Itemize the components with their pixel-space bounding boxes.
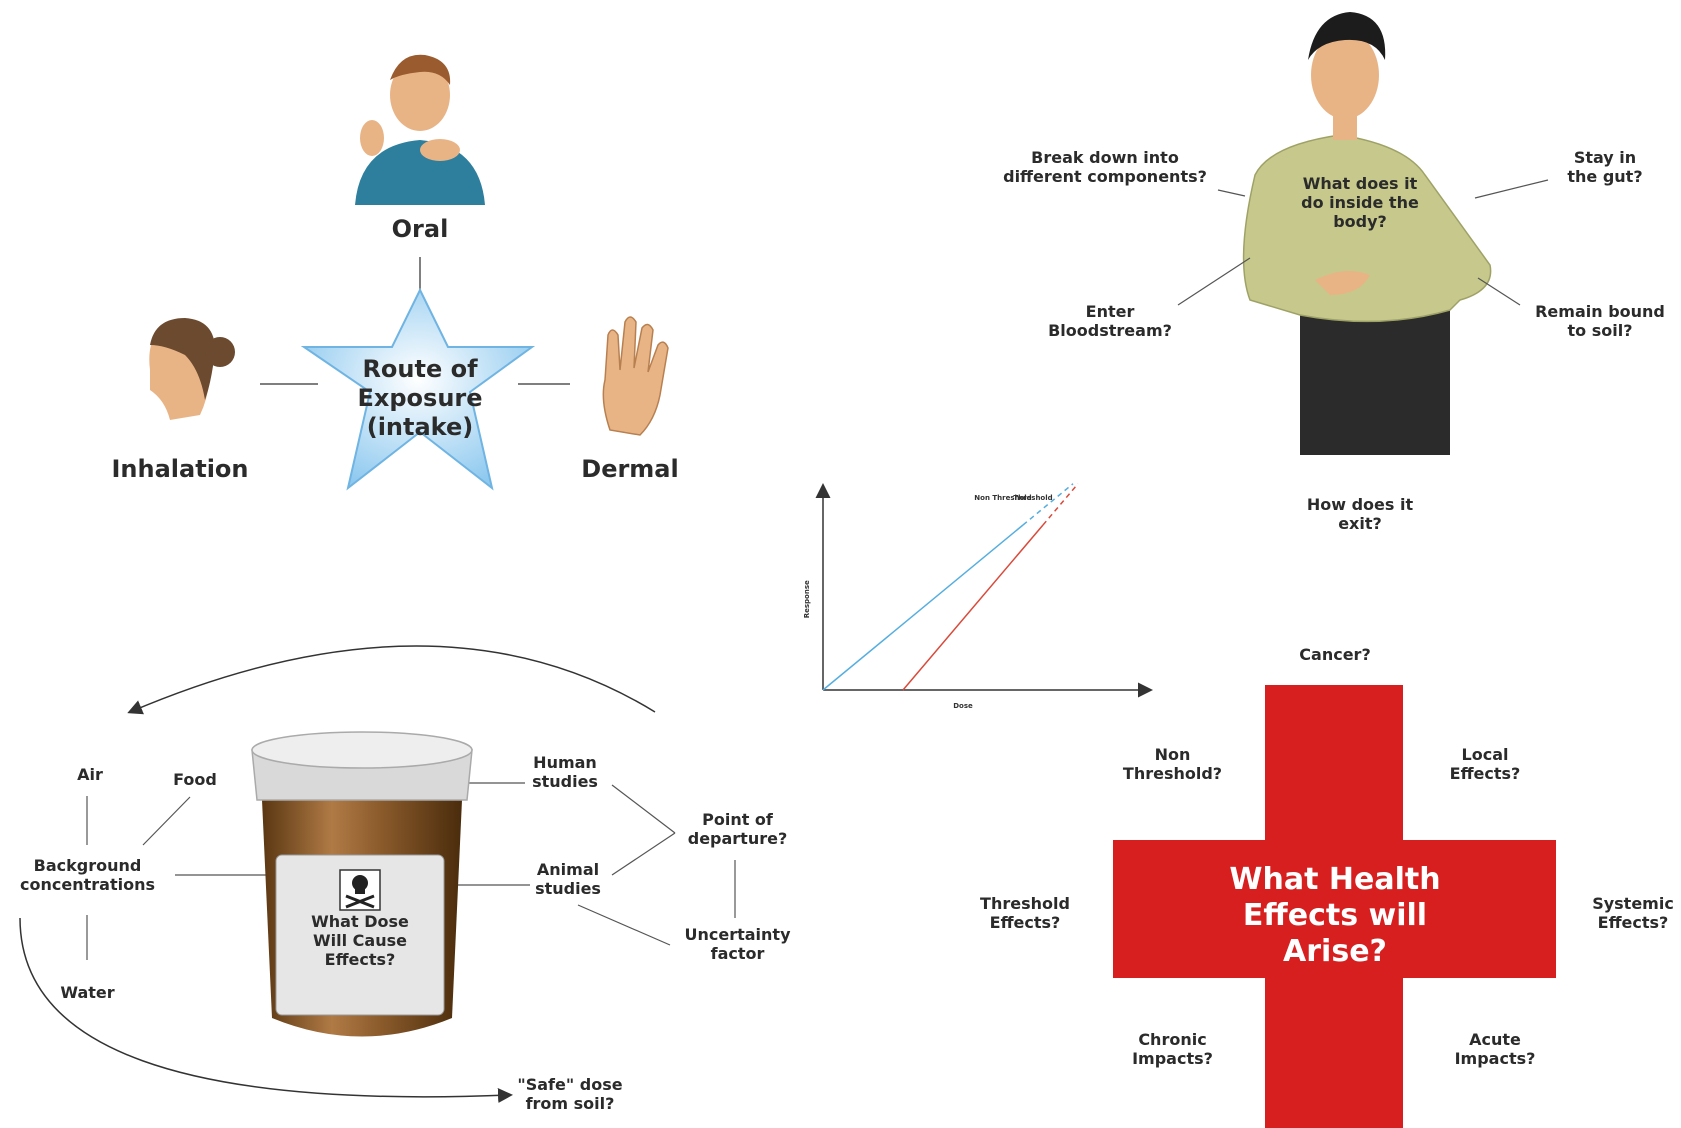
exposure-center-label: Route of Exposure (intake) xyxy=(357,355,483,441)
medicine-jar-icon xyxy=(251,731,473,1037)
point-of-departure-label: Point of departure? xyxy=(687,810,788,849)
health-center-label: What Health Effects will Arise? xyxy=(1229,862,1441,969)
exposure-connectors xyxy=(260,257,570,385)
series-extension-non-threshold xyxy=(1022,483,1074,526)
dermal-label: Dermal xyxy=(581,455,679,483)
non-threshold-label: Non Threshold? xyxy=(1122,745,1223,784)
bound-soil-label: Remain bound to soil? xyxy=(1535,302,1665,341)
background-label: Background concentrations xyxy=(20,856,155,895)
dermal-hand-icon xyxy=(602,316,669,436)
systemic-effects-label: Systemic Effects? xyxy=(1592,894,1674,933)
body-connectors xyxy=(1177,179,1549,306)
series-label: Threshold xyxy=(1013,494,1052,502)
stay-gut-label: Stay in the gut? xyxy=(1567,148,1643,187)
chart-x-label: Dose xyxy=(953,702,973,710)
series-line-threshold xyxy=(902,524,1044,691)
exposure-star xyxy=(300,287,536,491)
safe-dose-label: "Safe" dose from soil? xyxy=(517,1075,623,1114)
dose-connectors xyxy=(86,782,736,960)
air-label: Air xyxy=(77,765,103,784)
oral-person-icon xyxy=(355,54,485,205)
local-effects-label: Local Effects? xyxy=(1449,745,1521,784)
skull-crossbones-icon xyxy=(339,869,381,911)
body-person-icon xyxy=(1242,12,1492,455)
inhalation-label: Inhalation xyxy=(111,455,249,483)
animal-studies-label: Animal studies xyxy=(535,860,601,899)
chronic-impacts-label: Chronic Impacts? xyxy=(1132,1030,1213,1069)
series-line-non-threshold xyxy=(822,524,1024,691)
series-label: Non Threshold xyxy=(974,494,1031,502)
body-center-label: What does it do inside the body? xyxy=(1301,174,1419,232)
chart-y-label: Response xyxy=(803,580,811,618)
dose-curved-arrows xyxy=(19,645,656,1103)
water-label: Water xyxy=(60,983,115,1002)
food-label: Food xyxy=(173,770,217,789)
series-extension-threshold xyxy=(1042,483,1079,526)
bloodstream-label: Enter Bloodstream? xyxy=(1048,302,1172,341)
threshold-effects-label: Threshold Effects? xyxy=(980,894,1070,933)
uncertainty-factor-label: Uncertainty factor xyxy=(684,925,791,964)
jar-label: What Dose Will Cause Effects? xyxy=(311,912,409,970)
exit-label: How does it exit? xyxy=(1306,495,1414,534)
cancer-label: Cancer? xyxy=(1299,645,1371,664)
human-studies-label: Human studies xyxy=(532,753,598,792)
break-down-label: Break down into different components? xyxy=(1003,148,1207,187)
red-cross-icon xyxy=(1113,685,1556,1128)
oral-label: Oral xyxy=(391,215,449,243)
acute-impacts-label: Acute Impacts? xyxy=(1454,1030,1536,1069)
inhalation-head-icon xyxy=(149,318,235,420)
